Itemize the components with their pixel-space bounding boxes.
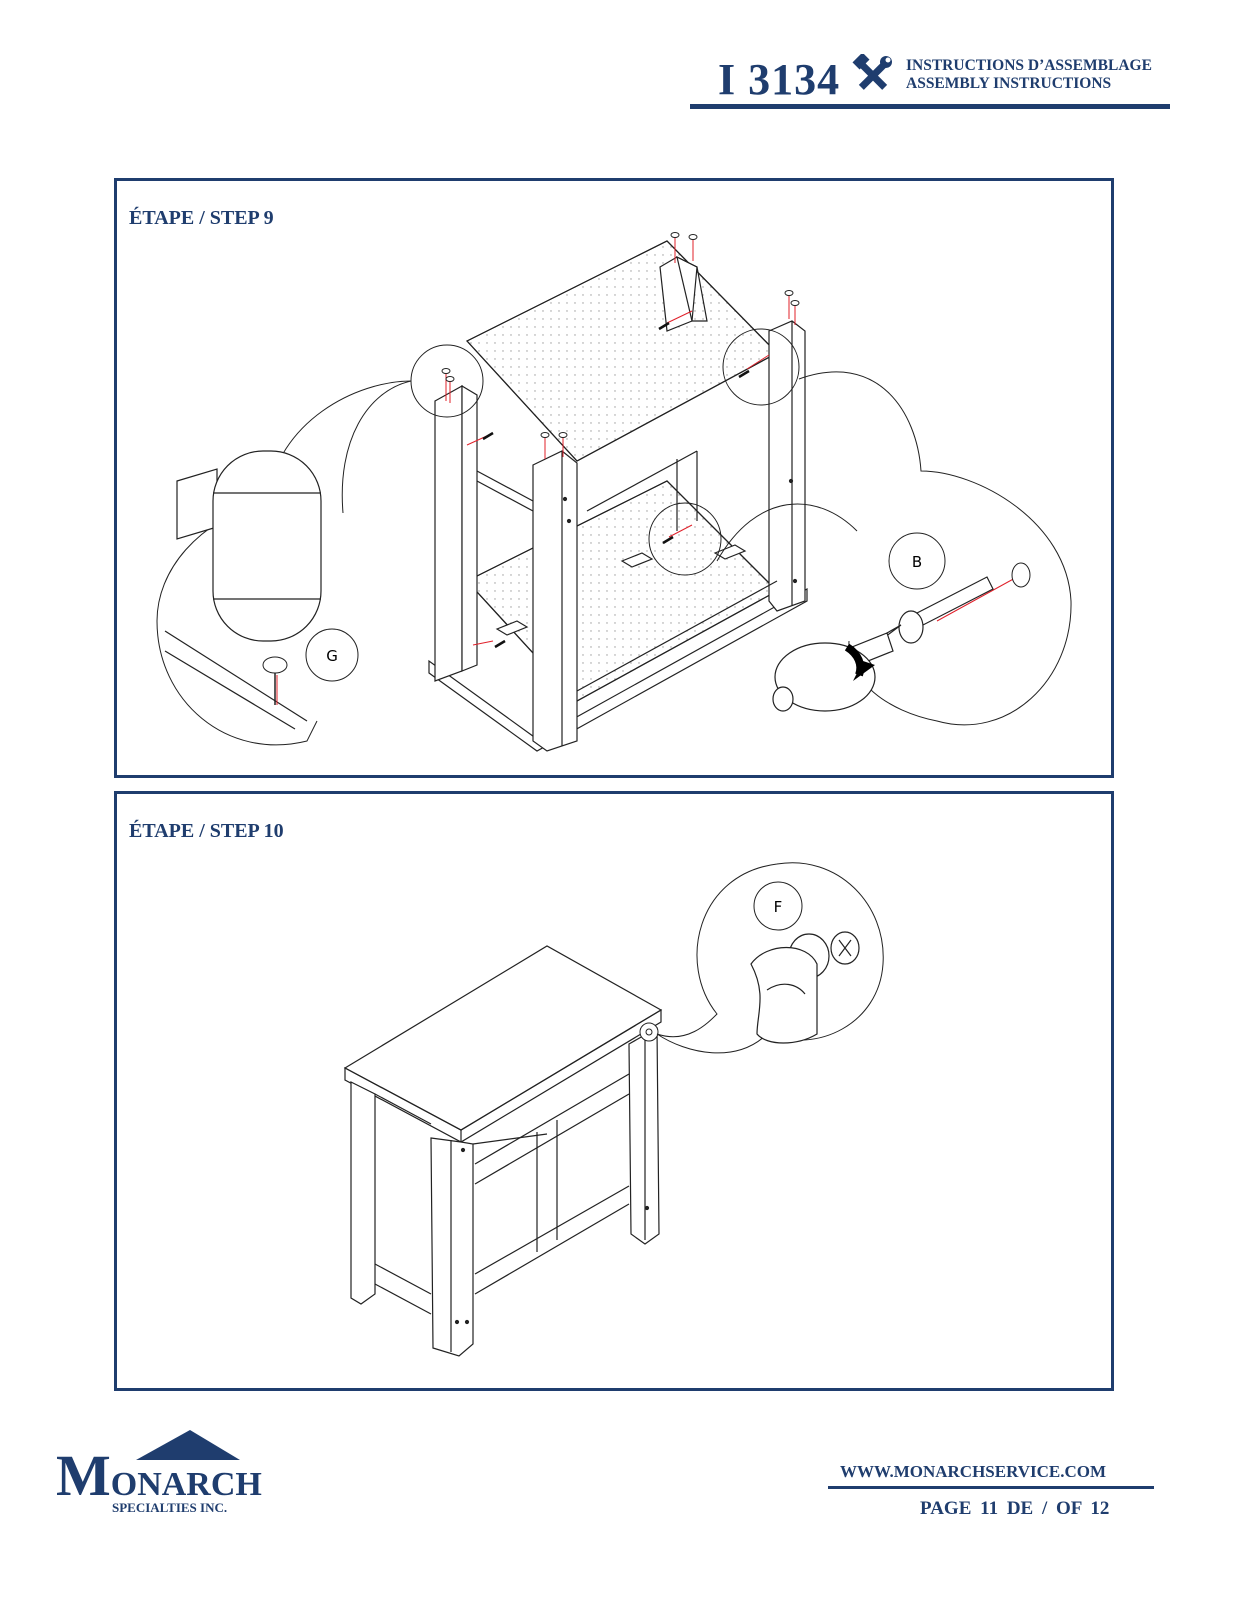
model-number: I 3134 — [718, 55, 841, 104]
logo-initial: M — [56, 1443, 111, 1508]
step-9-illustration: G B — [156, 232, 1072, 752]
logo-subtitle: SPECIALTIES INC. — [112, 1500, 228, 1515]
step-10-panel: ÉTAPE / STEP 10 — [114, 791, 1114, 1391]
part-label-g: G — [326, 647, 338, 665]
header-title-fr: INSTRUCTIONS D’ASSEMBLAGE — [906, 57, 1152, 74]
monarch-logo: MONARCH SPECIALTIES INC. — [56, 1428, 262, 1518]
step-10-title: ÉTAPE / STEP 10 — [129, 820, 284, 842]
page-number: PAGE 11 DE / OF 12 — [920, 1498, 1110, 1519]
step-9-panel: ÉTAPE / STEP 9 — [114, 178, 1114, 778]
step-10-illustration: F — [343, 862, 884, 1357]
part-label-b: B — [912, 553, 922, 571]
step-9-title: ÉTAPE / STEP 9 — [129, 207, 274, 229]
hammer-wrench-icon — [852, 54, 892, 90]
footer-rule — [828, 1486, 1154, 1489]
website-link[interactable]: WWW.MONARCHSERVICE.COM — [840, 1462, 1107, 1481]
part-label-f: F — [774, 898, 783, 916]
logo-rest: ONARCH — [110, 1466, 262, 1503]
header-title-en: ASSEMBLY INSTRUCTIONS — [906, 75, 1112, 92]
header-rule — [690, 104, 1170, 109]
page-header: I 3134 INSTRUCTIONS D’ASSEMBLAGE ASSEMBL… — [690, 48, 1170, 112]
logo-wordmark: MONARCH — [56, 1442, 262, 1509]
header-titles: INSTRUCTIONS D’ASSEMBLAGE ASSEMBLY INSTR… — [906, 57, 1152, 93]
logo-roof-icon — [136, 1430, 240, 1460]
